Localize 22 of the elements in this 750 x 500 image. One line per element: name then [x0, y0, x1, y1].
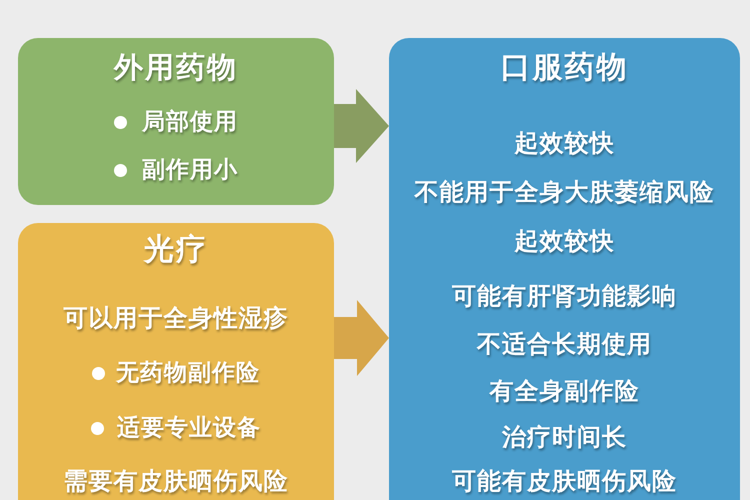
list-item: 需要有皮肤晒伤风险 — [64, 466, 288, 496]
list-item: 副作用小 — [142, 156, 238, 184]
category-panel — [18, 223, 334, 500]
category-panel — [18, 38, 334, 205]
panel-title: 外用药物 — [114, 48, 238, 86]
arrow — [334, 89, 389, 163]
list-item: 可以用于全身性湿疹 — [64, 303, 288, 333]
list-item: 局部使用 — [142, 108, 238, 136]
list-item: 适要专业设备 — [117, 414, 261, 442]
list-item: 治疗时间长 — [502, 422, 627, 452]
category-panel — [389, 38, 740, 500]
list-item: 不能用于全身大肤萎缩风险 — [414, 177, 714, 207]
list-item: 无药物副作险 — [116, 358, 260, 388]
list-item: 起效较快 — [514, 128, 614, 158]
list-item: 有全身副作险 — [490, 376, 640, 406]
list-item: 可能有肝肾功能影响 — [452, 281, 677, 311]
list-item: 可能有皮肤晒伤风险 — [452, 466, 677, 496]
panel-title: 口服药物 — [500, 49, 628, 87]
list-item: 不适合长期使用 — [477, 329, 652, 359]
panel-title: 光疗 — [144, 231, 208, 269]
arrow — [334, 300, 389, 376]
list-item: 起效较快 — [514, 226, 614, 256]
